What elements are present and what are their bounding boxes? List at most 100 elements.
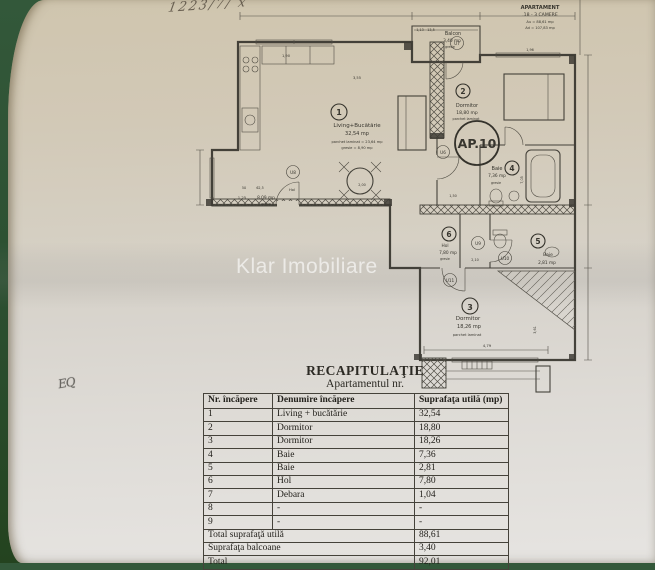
total-value-cell: 3,40 (414, 541, 509, 557)
room-number-circle (461, 297, 479, 315)
table-cell: - (272, 501, 415, 517)
door-label: U10 (501, 256, 510, 261)
dim-label: 1,50 (449, 194, 457, 198)
corner-info-line1: APARTAMENT (521, 5, 560, 11)
door-label: U8 (290, 170, 296, 175)
door-circle (443, 273, 457, 287)
hol-name: Hol (289, 188, 295, 192)
room-6-num: 6 (446, 230, 451, 239)
dim-label: 2,00 (358, 183, 366, 187)
room-3-name: Dormitor (456, 316, 481, 322)
room-2-name: Dormitor (456, 103, 479, 109)
header-nr: Nr. încăpere (203, 393, 273, 409)
room-number-circle (441, 226, 457, 242)
room-4-num: 4 (509, 164, 514, 173)
table-cell: Living + bucătărie (272, 407, 415, 423)
room-number-circle (504, 160, 520, 176)
corner-info-line2: .18 - 3 CAMERE (522, 12, 558, 18)
table-cell: Debara (272, 488, 415, 503)
table-row: 8-- (203, 501, 509, 517)
table-cell: 4 (203, 448, 273, 463)
hol-dim-a: 50 (242, 186, 246, 190)
table-cell: Dormitor (272, 421, 415, 436)
door-label: U9 (475, 241, 481, 246)
room-1-area: 32,54 mp (345, 131, 369, 137)
table-cell: 9 (203, 515, 273, 530)
room-6-note1: gresie (440, 257, 450, 261)
table-cell: - (414, 501, 509, 517)
hol-area: 8,09 mp (257, 195, 275, 201)
room-5-name: Baie (543, 252, 553, 258)
room-3-num: 3 (467, 303, 473, 312)
hol-dim-c: 1,25 (238, 195, 247, 200)
dim-label: 2,10 (471, 258, 479, 262)
door-label: U11 (446, 278, 455, 283)
corner-info-line4: Ad = 107,83 mp (525, 26, 555, 30)
apartment-badge-circle (454, 120, 500, 166)
room-4-note1: gresie (491, 181, 501, 185)
room-1-note2: gresie = 8,90 mp (341, 146, 373, 150)
room-2-area: 18,80 mp (456, 110, 478, 116)
table-cell: - (414, 515, 509, 530)
corner-info-line3: Au = 88,61 mp (526, 20, 554, 24)
room-1-num: 1 (336, 108, 342, 117)
table-cell: - (272, 515, 415, 530)
table-cell: 8 (203, 501, 273, 517)
table-cell: 3 (203, 434, 273, 450)
table-cell: 2,81 (414, 461, 509, 476)
dim-label: 3,61 (533, 326, 537, 334)
recap-subtitle: Apartamentul nr. (326, 378, 404, 390)
table-cell: Baie (272, 461, 415, 476)
door-label: U6 (440, 150, 446, 155)
total-label-cell: Total suprafaţă utilă (203, 528, 415, 543)
recap-table: Nr. încăpere Denumire încăpere Suprafaţa… (203, 393, 509, 570)
room-number-circle (330, 103, 348, 121)
table-cell: 7,36 (414, 448, 509, 463)
table-row: 9-- (203, 515, 509, 530)
door-circle (450, 36, 464, 50)
room-2-num: 2 (460, 87, 465, 96)
watermark: Klar Imobiliare (236, 255, 378, 278)
room-number-circle (530, 233, 546, 249)
room-5-num: 5 (535, 237, 540, 246)
table-cell: Hol (272, 474, 415, 490)
hol-note: gresie (261, 202, 271, 206)
room-5-area: 2,81 mp (538, 260, 556, 266)
dim-label: 4,79 (483, 343, 492, 348)
table-cell: Baie (272, 448, 415, 463)
total-value-cell: 88,61 (414, 528, 509, 543)
door-label: U7 (454, 41, 460, 46)
dim-label: 7,05 (520, 176, 524, 184)
room-6-area: 7,80 mp (439, 250, 457, 256)
header-suprafata: Suprafaţa utilă (mp) (414, 393, 509, 409)
room-1-note1: parchet laminat = 23,64 mp (332, 140, 384, 144)
door-circle (286, 165, 300, 179)
dim-label: 3,55 (353, 76, 361, 80)
dim-label: 1,13 (416, 28, 423, 32)
room-2-note1: parchet laminat (453, 117, 481, 121)
hol-dim-b: 62,5 (256, 186, 263, 190)
room-3-area: 18,26 mp (457, 324, 481, 330)
door-circle (436, 145, 450, 159)
total-label-cell: Total (203, 555, 415, 570)
table-cell: 2 (203, 421, 273, 436)
stamp-mark: EQ (56, 374, 76, 392)
header-denumire: Denumire încăpere (272, 393, 415, 409)
balcony-area: 3,40 mp (443, 38, 461, 44)
table-cell: 1 (203, 407, 273, 423)
room-6-name: Hol (441, 243, 448, 249)
table-cell: 18,80 (414, 421, 509, 436)
table-cell: Dormitor (272, 434, 415, 450)
apartment-badge: AP.10 (458, 136, 497, 151)
table-cell: 7,80 (414, 474, 509, 490)
room-3-note1: parchet laminat (453, 333, 482, 337)
